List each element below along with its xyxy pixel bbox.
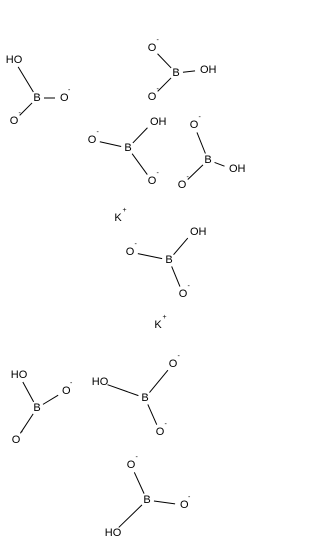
oxygen-atom: O [148, 91, 157, 103]
bond [182, 70, 196, 73]
oxygen-atom: O [148, 175, 157, 187]
bond [137, 253, 163, 260]
bond [133, 472, 145, 494]
charge-label: + [123, 207, 127, 214]
bond [149, 369, 169, 393]
bond [42, 394, 59, 405]
bond [19, 102, 33, 116]
oxygen-atom: O [179, 288, 188, 300]
bond [17, 66, 34, 93]
bond [147, 404, 158, 425]
bond [118, 504, 143, 528]
charge-label: - [188, 283, 191, 290]
charge-label: - [136, 454, 139, 461]
hydroxyl-group: OH [150, 116, 167, 128]
boron-atom: B [165, 254, 172, 266]
bond [214, 161, 225, 167]
potassium-ion: K [154, 319, 162, 331]
hydroxyl-group: HO [11, 369, 28, 381]
oxygen-atom: O [60, 92, 69, 104]
charge-label: - [157, 86, 160, 93]
structure-diagram: BO-OHO-BHOO-O-BO-OHO-BO-O-OHBO-OHO-BHOO-… [6, 37, 246, 539]
charge-label: - [188, 494, 191, 501]
bond [131, 153, 148, 175]
boron-atom: B [204, 154, 211, 166]
charge-label: - [165, 421, 168, 428]
bond [153, 500, 176, 505]
bond [107, 384, 139, 397]
hydroxyl-group: HO [105, 527, 122, 539]
boron-atom: B [143, 494, 150, 506]
bond [187, 164, 204, 180]
charge-label: + [163, 314, 167, 321]
bond [19, 413, 34, 434]
boron-atom: B [124, 142, 131, 154]
charge-label: - [157, 37, 160, 44]
boron-atom: B [33, 402, 40, 414]
oxygen-atom: O [156, 426, 165, 438]
bond [173, 237, 189, 256]
oxygen-atom: O [169, 358, 178, 370]
oxygen-atom: O [178, 179, 187, 191]
charge-label: - [68, 87, 71, 94]
bond [157, 53, 172, 69]
bond [196, 132, 206, 154]
oxygen-atom: O [10, 115, 19, 127]
oxygen-atom: O [180, 499, 189, 511]
charge-label: - [70, 380, 73, 387]
bond [22, 381, 35, 403]
oxygen-atom: O [148, 42, 157, 54]
oxygen-atom: O [127, 459, 136, 471]
charge-label: - [135, 241, 138, 248]
boron-atom: B [33, 92, 40, 104]
oxygen-atom: O [88, 134, 97, 146]
charge-label: - [97, 129, 100, 136]
boron-atom: B [141, 392, 148, 404]
bond-layer [17, 53, 225, 528]
hydroxyl-group: OH [229, 163, 246, 175]
bond [171, 266, 181, 287]
charge-label: - [21, 429, 24, 436]
bond [99, 141, 122, 147]
charge-label: - [178, 353, 181, 360]
potassium-ion: K [114, 212, 122, 224]
bond [157, 77, 172, 92]
charge-label: - [157, 170, 160, 177]
hydroxyl-group: OH [200, 64, 217, 76]
atom-layer: BO-OHO-BHOO-O-BO-OHO-BO-O-OHBO-OHO-BHOO-… [6, 37, 246, 539]
hydroxyl-group: HO [92, 376, 109, 388]
charge-label: - [199, 114, 202, 121]
hydroxyl-group: HO [6, 54, 23, 66]
oxygen-atom: O [190, 119, 199, 131]
oxygen-atom: O [62, 385, 71, 397]
oxygen-atom: O [126, 246, 135, 258]
charge-label: - [19, 110, 22, 117]
boron-atom: B [172, 67, 179, 79]
oxygen-atom: O [12, 434, 21, 446]
bond [132, 127, 148, 144]
hydroxyl-group: OH [190, 226, 207, 238]
charge-label: - [187, 174, 190, 181]
